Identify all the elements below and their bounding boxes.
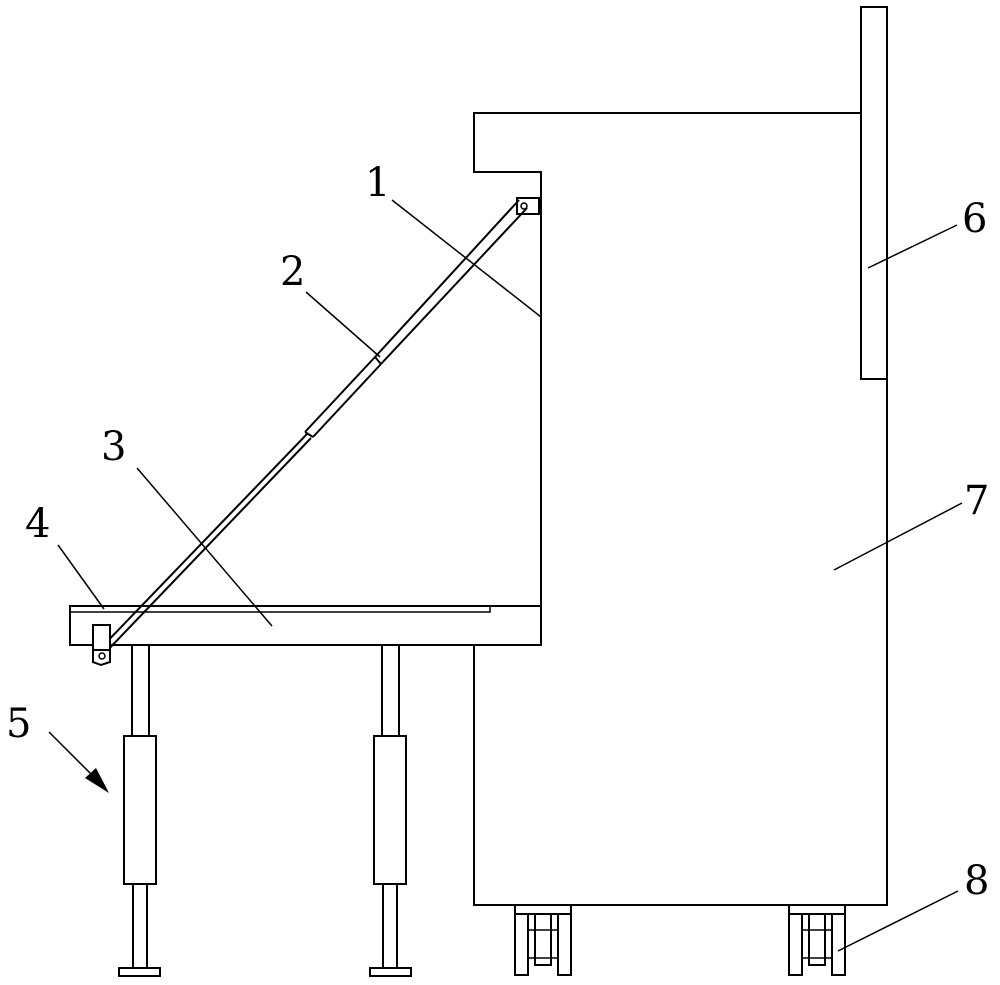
side-panel [860,6,888,380]
label-4: 4 [25,501,50,547]
caster-wheel-left [514,904,572,976]
label-7: 7 [964,478,989,524]
support-strut [98,199,528,655]
reference-numerals: 1 2 3 4 5 6 7 8 [6,160,989,904]
arrow-head-icon [85,768,109,793]
left-leg [118,644,161,977]
label-2: 2 [280,249,305,295]
table-tray [69,605,542,646]
caster-wheel-right [788,904,846,976]
label-8: 8 [964,858,989,904]
bottom-hinge-block [92,624,111,667]
label-5: 5 [6,701,31,747]
right-leg [369,644,412,977]
cabinet-body [473,112,888,906]
top-hinge-bracket [516,197,540,215]
label-3: 3 [101,424,126,470]
label-6: 6 [962,196,987,242]
leader-lines [48,199,963,952]
label-1: 1 [365,160,390,206]
